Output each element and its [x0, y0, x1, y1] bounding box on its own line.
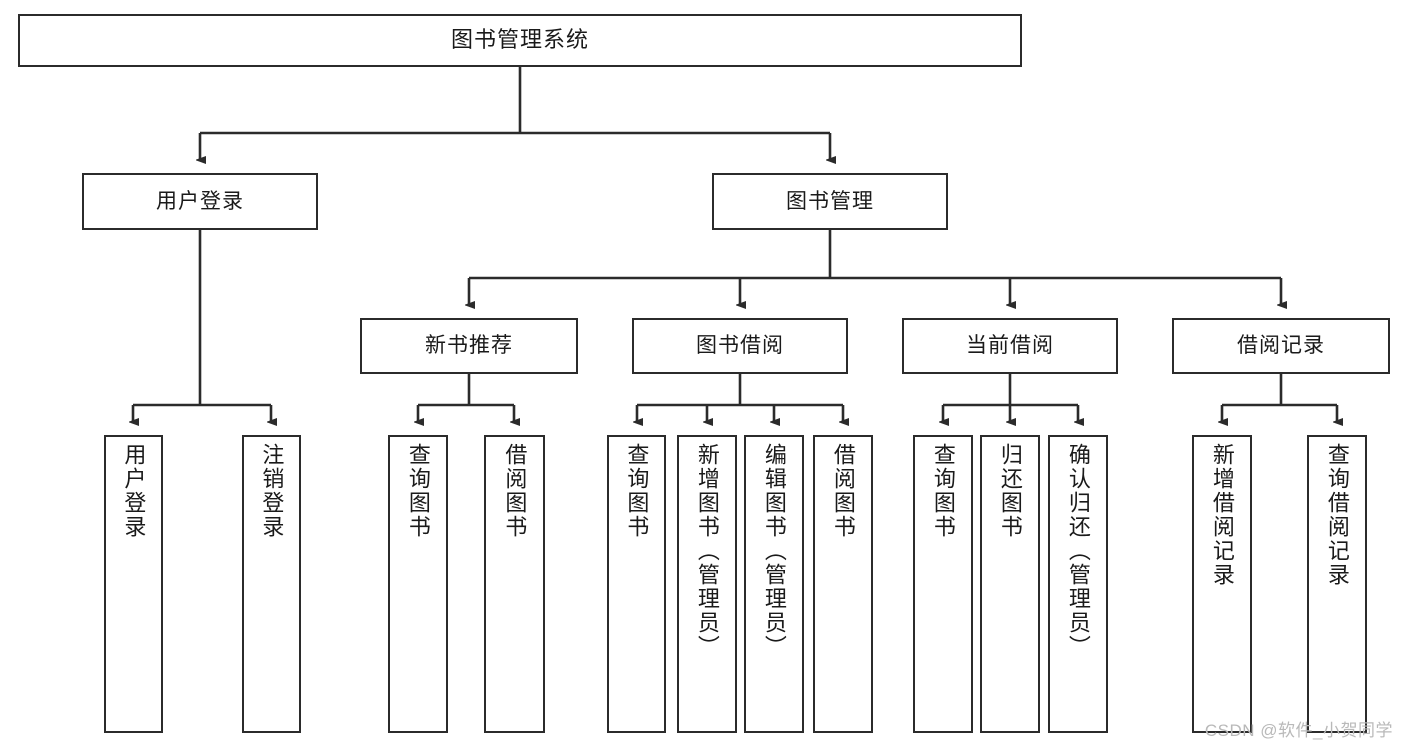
leaf-logout-login[interactable]: 注销登录 [242, 435, 301, 733]
node-label: 查询图书 [930, 443, 956, 539]
node-label: 借阅记录 [1237, 334, 1325, 358]
leaf-add-book-admin[interactable]: 新增图书（管理员） [677, 435, 737, 733]
node-label: 查询图书 [624, 443, 650, 539]
node-label: 注销登录 [259, 443, 285, 539]
leaf-return-book[interactable]: 归还图书 [980, 435, 1040, 733]
node-root-system[interactable]: 图书管理系统 [18, 14, 1022, 67]
node-label: 借阅图书 [830, 443, 856, 539]
node-label: 用户登录 [121, 443, 147, 539]
node-user-login[interactable]: 用户登录 [82, 173, 318, 230]
leaf-query-book-borrow[interactable]: 查询图书 [607, 435, 666, 733]
node-label: 用户登录 [156, 189, 244, 213]
node-label: 新增图书（管理员） [694, 443, 720, 659]
leaf-borrow-book-borrow[interactable]: 借阅图书 [813, 435, 873, 733]
leaf-query-book-current[interactable]: 查询图书 [913, 435, 973, 733]
leaf-query-borrow-record[interactable]: 查询借阅记录 [1307, 435, 1367, 733]
node-label: 图书管理 [786, 189, 874, 213]
leaf-query-book-new-recommend[interactable]: 查询图书 [388, 435, 448, 733]
node-label: 查询图书 [405, 443, 431, 539]
node-label: 归还图书 [997, 443, 1023, 539]
node-current-borrow[interactable]: 当前借阅 [902, 318, 1118, 374]
node-label: 图书借阅 [696, 334, 784, 358]
node-label: 查询借阅记录 [1324, 443, 1350, 587]
node-label: 图书管理系统 [450, 27, 589, 53]
node-label: 借阅图书 [502, 443, 528, 539]
leaf-borrow-book-new-recommend[interactable]: 借阅图书 [484, 435, 545, 733]
leaf-confirm-return-admin[interactable]: 确认归还（管理员） [1048, 435, 1108, 733]
node-label: 新增借阅记录 [1209, 443, 1235, 587]
node-label: 确认归还（管理员） [1065, 443, 1091, 659]
node-borrow-record[interactable]: 借阅记录 [1172, 318, 1390, 374]
node-label: 编辑图书（管理员） [761, 443, 787, 659]
leaf-add-borrow-record[interactable]: 新增借阅记录 [1192, 435, 1252, 733]
node-label: 新书推荐 [425, 334, 513, 358]
leaf-user-login[interactable]: 用户登录 [104, 435, 163, 733]
node-new-book-recommend[interactable]: 新书推荐 [360, 318, 578, 374]
leaf-edit-book-admin[interactable]: 编辑图书（管理员） [744, 435, 804, 733]
node-book-borrow[interactable]: 图书借阅 [632, 318, 848, 374]
node-book-management[interactable]: 图书管理 [712, 173, 948, 230]
node-label: 当前借阅 [966, 334, 1054, 358]
